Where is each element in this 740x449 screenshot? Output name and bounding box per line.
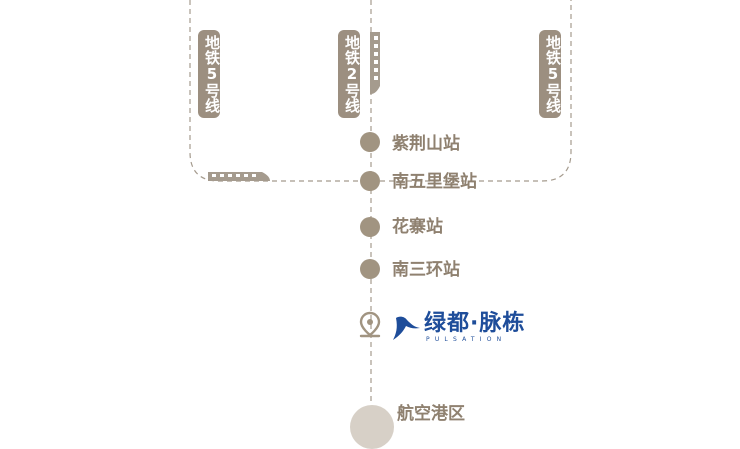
metro-route-map: 地铁5号线 地铁2号线 地铁5号线 紫荆山站 南五里堡站 花寨站 南三环站 绿都… bbox=[189, 0, 572, 449]
destination-label: 航空港区 bbox=[397, 404, 465, 424]
train-icon bbox=[208, 172, 270, 181]
station-dot bbox=[360, 217, 380, 237]
station-label: 花寨站 bbox=[392, 217, 443, 237]
project-name: 绿都·脉栋 bbox=[424, 311, 526, 336]
station-dot bbox=[360, 259, 380, 279]
station-label: 紫荆山站 bbox=[392, 134, 460, 154]
station-label: 南三环站 bbox=[392, 260, 460, 280]
line5-right-label: 地铁5号线 bbox=[539, 30, 562, 118]
line2-label: 地铁2号线 bbox=[338, 30, 361, 118]
line5-loop-path bbox=[189, 0, 572, 182]
station-dot bbox=[360, 132, 380, 152]
bird-logo-icon bbox=[393, 316, 420, 340]
project-name-en: PULSATION bbox=[426, 336, 507, 343]
location-pin-icon bbox=[359, 311, 381, 338]
route-lines bbox=[189, 0, 572, 405]
destination-circle bbox=[350, 405, 394, 449]
station-dot bbox=[360, 171, 380, 191]
train-icon bbox=[370, 32, 380, 94]
station-label: 南五里堡站 bbox=[392, 172, 477, 192]
line5-left-label: 地铁5号线 bbox=[198, 30, 221, 118]
